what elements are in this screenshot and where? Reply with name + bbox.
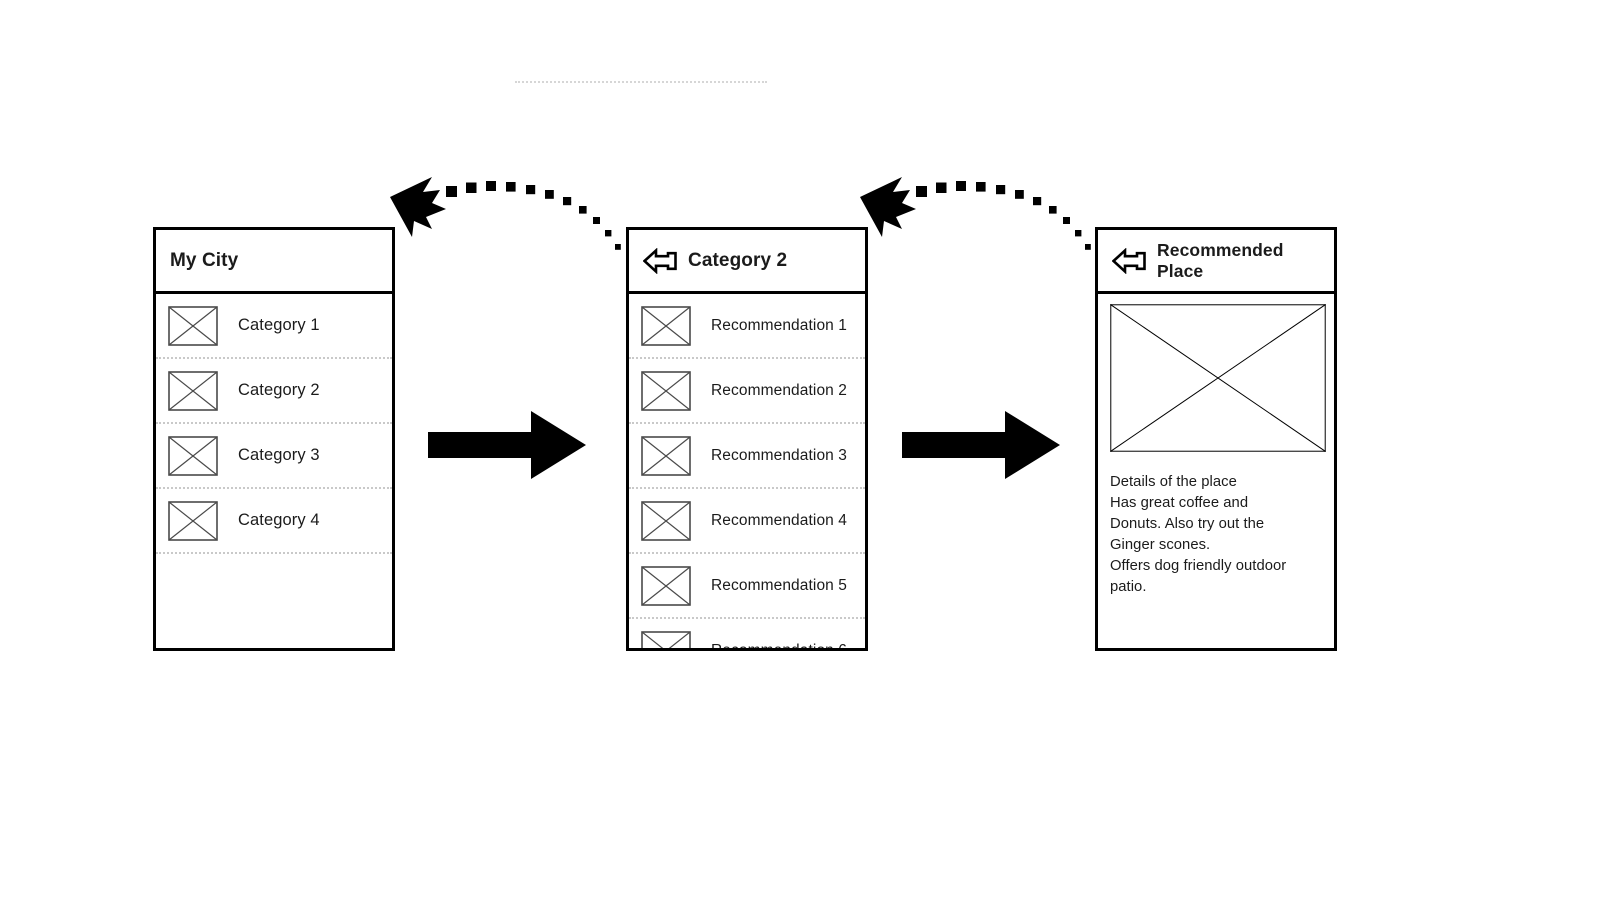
image-placeholder-icon <box>641 435 691 476</box>
detail-header: Recommended Place <box>1098 230 1334 294</box>
image-placeholder-icon <box>168 370 218 411</box>
list-item-label: Category 4 <box>238 511 320 529</box>
screen-category-2: Category 2 Recommendation 1 Recommendati… <box>626 227 868 651</box>
image-placeholder-icon <box>168 500 218 541</box>
back-navigation-arrow-list-to-home <box>390 177 621 250</box>
image-placeholder-icon <box>168 435 218 476</box>
forward-arrow-home-to-list <box>428 411 586 479</box>
list-item-label: Recommendation 1 <box>711 316 848 334</box>
back-navigation-arrow-detail-to-list <box>860 177 1091 250</box>
place-description: Details of the place Has great coffee an… <box>1110 474 1287 595</box>
list-item-label: Recommendation 6 <box>711 641 848 651</box>
screen-my-city: My City Category 1 Category 2 <box>153 227 395 651</box>
list-item[interactable]: Category 3 <box>156 424 392 489</box>
screen-recommended-place: Recommended Place Details of the place H… <box>1095 227 1337 651</box>
list-item-label: Recommendation 2 <box>711 381 848 399</box>
list-item[interactable]: Recommendation 3 <box>629 424 865 489</box>
list-item[interactable]: Category 4 <box>156 489 392 554</box>
list-item-label: Recommendation 4 <box>711 511 848 529</box>
image-placeholder-icon <box>1110 304 1326 452</box>
page-title: My City <box>170 249 239 271</box>
page-title: Recommended Place <box>1157 240 1284 281</box>
list-item[interactable]: Recommendation 5 <box>629 554 865 619</box>
list-item-label: Category 1 <box>238 316 320 334</box>
image-placeholder-icon <box>641 370 691 411</box>
list-item-label: Recommendation 3 <box>711 446 848 464</box>
top-dotted-rule <box>515 81 767 83</box>
list-item-label: Recommendation 5 <box>711 576 848 594</box>
list-item-label: Category 2 <box>238 381 320 399</box>
image-placeholder-icon <box>641 630 691 648</box>
list-item[interactable]: Recommendation 1 <box>629 294 865 359</box>
detail-body: Details of the place Has great coffee an… <box>1098 294 1334 598</box>
home-header: My City <box>156 230 392 294</box>
back-arrow-icon[interactable] <box>643 247 677 274</box>
forward-arrow-list-to-detail <box>902 411 1060 479</box>
image-placeholder-icon <box>641 500 691 541</box>
page-title: Category 2 <box>688 249 788 271</box>
list-item-label: Category 3 <box>238 446 320 464</box>
list-item[interactable]: Category 2 <box>156 359 392 424</box>
list-item[interactable]: Category 1 <box>156 294 392 359</box>
list-header: Category 2 <box>629 230 865 294</box>
category-list: Category 1 Category 2 Category 3 <box>156 294 392 554</box>
recommendation-list: Recommendation 1 Recommendation 2 Recomm… <box>629 294 865 651</box>
image-placeholder-icon <box>641 565 691 606</box>
list-item[interactable]: Recommendation 2 <box>629 359 865 424</box>
image-placeholder-icon <box>168 305 218 346</box>
list-item[interactable]: Recommendation 6 <box>629 619 865 651</box>
back-arrow-icon[interactable] <box>1112 247 1146 274</box>
list-item[interactable]: Recommendation 4 <box>629 489 865 554</box>
image-placeholder-icon <box>641 305 691 346</box>
